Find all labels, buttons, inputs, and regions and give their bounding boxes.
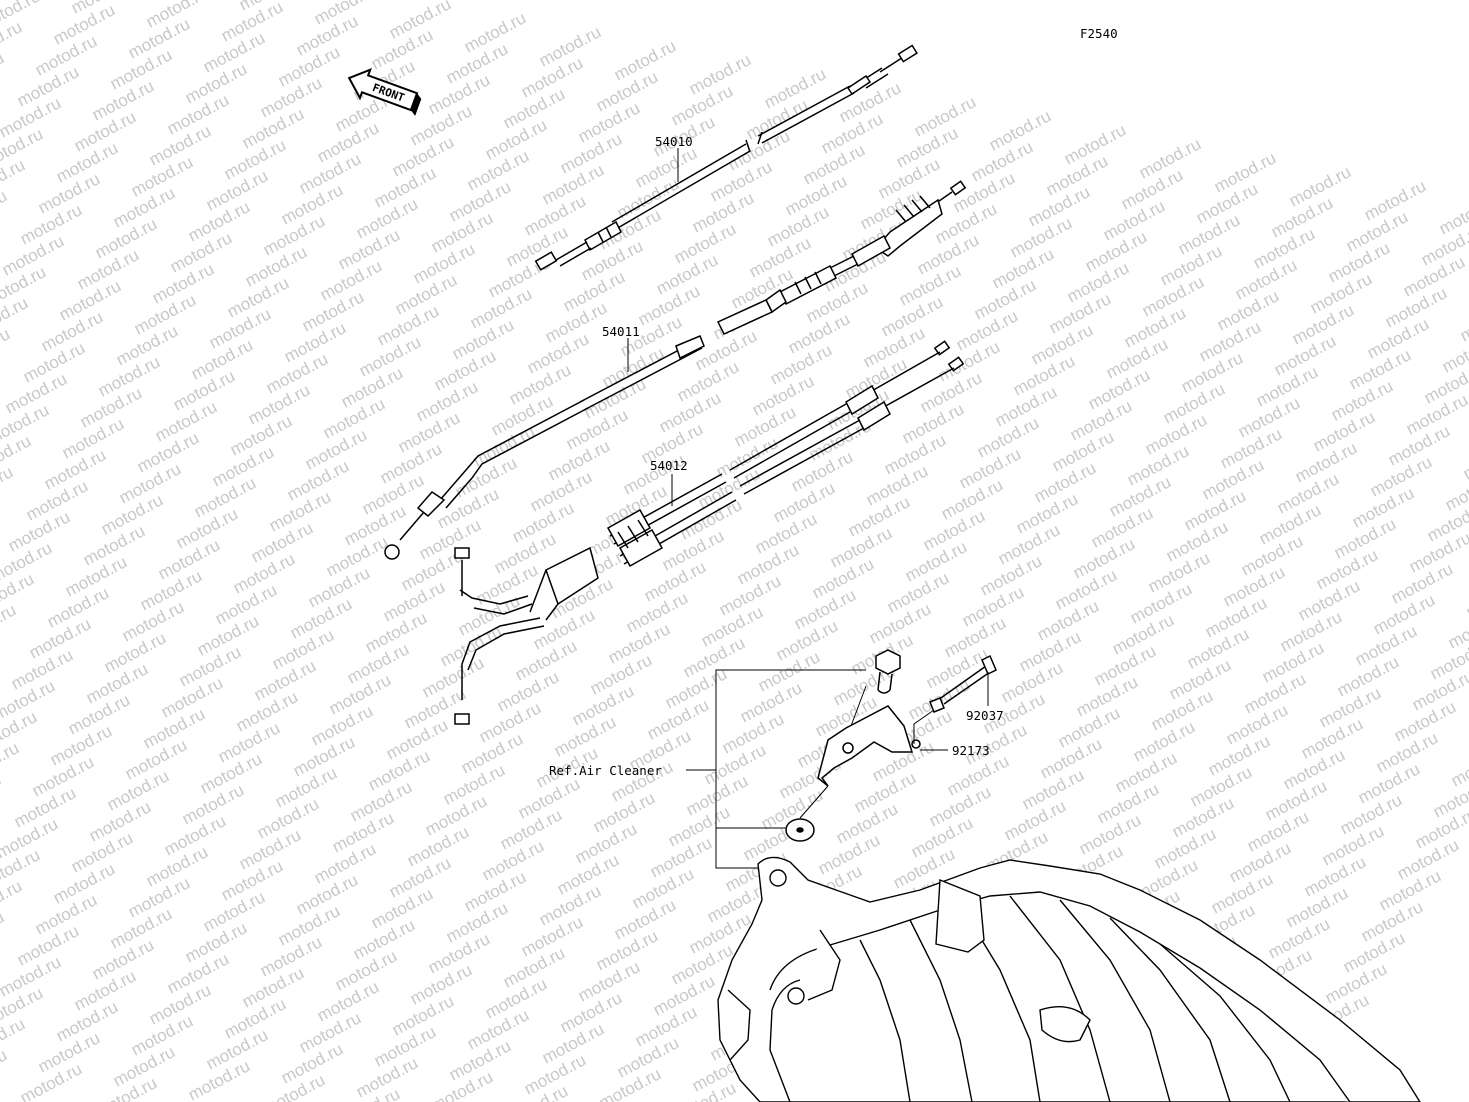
watermark-text: motod.ru bbox=[0, 876, 25, 924]
figure-code: F2540 bbox=[1080, 26, 1118, 41]
part-label-92037: 92037 bbox=[966, 708, 1004, 723]
clamp-92037 bbox=[929, 654, 997, 713]
watermark-text: motod.ru bbox=[0, 324, 13, 372]
washer bbox=[785, 818, 815, 842]
bracket-92173 bbox=[817, 705, 921, 787]
cable-54011 bbox=[384, 180, 967, 560]
watermark-text: motod.ru bbox=[1463, 573, 1469, 621]
watermark-text: motod.ru bbox=[0, 17, 25, 65]
watermark-text: motod.ru bbox=[0, 769, 4, 817]
watermark-text: motod.ru bbox=[0, 907, 7, 955]
front-arrow-icon: FRONT bbox=[347, 68, 422, 116]
cable-54010 bbox=[534, 44, 918, 271]
part-label-54010: 54010 bbox=[655, 134, 693, 149]
reference-bracket-lines bbox=[686, 669, 866, 869]
air-cleaner-housing bbox=[717, 856, 1421, 1102]
watermark-text: motod.ru bbox=[0, 738, 22, 786]
watermark-text: motod.ru bbox=[0, 48, 7, 96]
watermark-text: motod.ru bbox=[1460, 435, 1469, 483]
cable-54012 bbox=[454, 340, 965, 725]
watermark-text: motod.ru bbox=[1448, 742, 1469, 790]
watermark-text: motod.ru bbox=[0, 631, 1, 679]
watermark-text: motod.ru bbox=[0, 600, 19, 648]
part-label-54012: 54012 bbox=[650, 458, 688, 473]
part-label-92173: 92173 bbox=[952, 743, 990, 758]
watermark-text: motod.ru bbox=[0, 186, 10, 234]
watermark-text: motod.ru bbox=[0, 462, 16, 510]
watermark-text: motod.ru bbox=[1457, 297, 1469, 345]
bolt bbox=[875, 649, 901, 694]
clamp-leader bbox=[913, 709, 935, 744]
bracket-leader bbox=[799, 785, 829, 819]
reference-label-air-cleaner: Ref.Air Cleaner bbox=[549, 763, 662, 778]
watermark-text: motod.ru bbox=[0, 1045, 10, 1093]
part-label-54011: 54011 bbox=[602, 324, 640, 339]
